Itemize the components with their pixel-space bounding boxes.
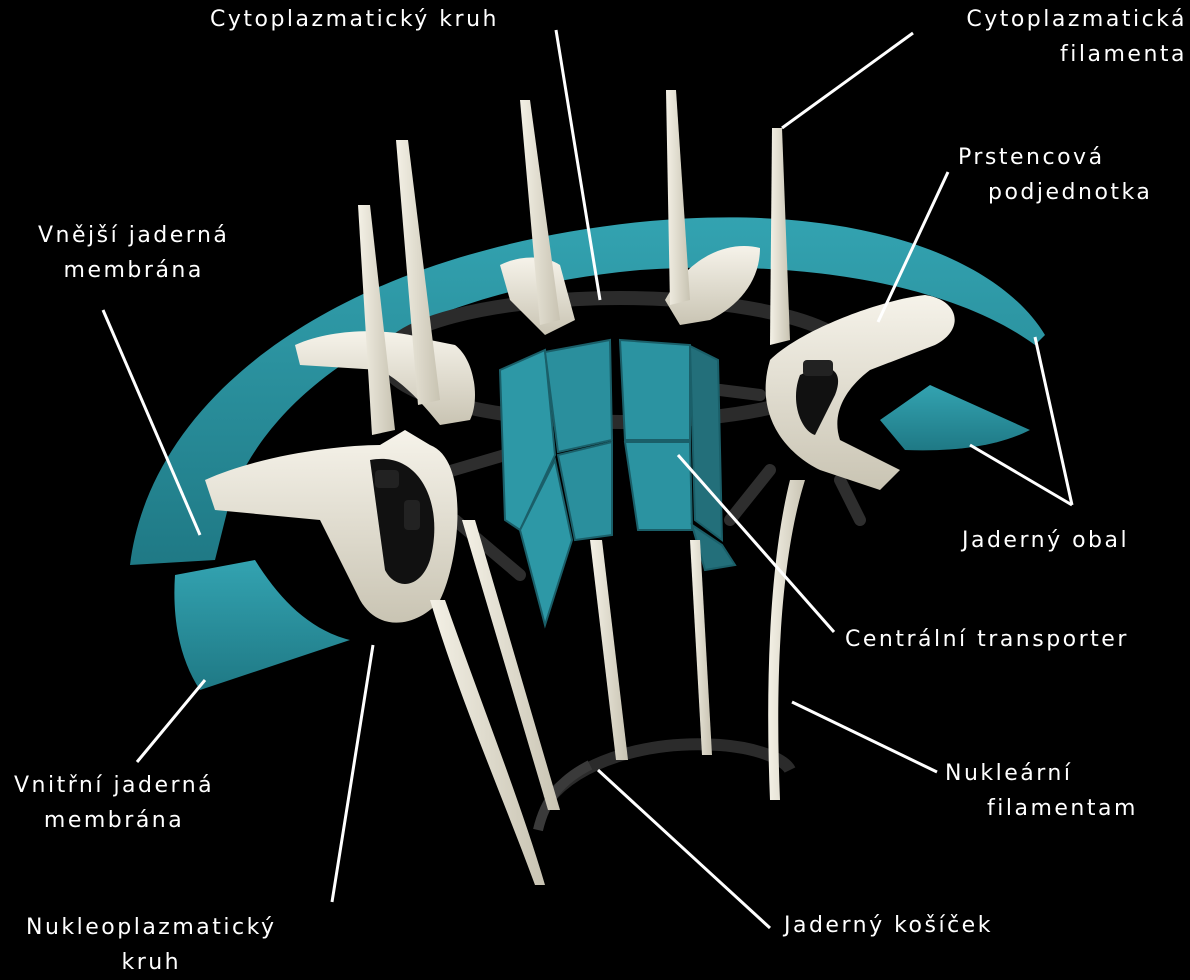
label-central-transporter: Centrální transporter xyxy=(845,622,1129,657)
label-nuclear-filaments: Nukleární filamentam xyxy=(945,756,1138,826)
label-cytoplasmic-ring: Cytoplazmatický kruh xyxy=(210,2,499,37)
label-nuclear-basket: Jaderný košíček xyxy=(784,908,993,943)
label-cytoplasmic-filaments: Cytoplazmatická filamenta xyxy=(966,2,1187,72)
label-nucleoplasmic-ring: Nukleoplazmatický kruh xyxy=(26,910,277,980)
label-outer-nuclear-membrane: Vnější jaderná membrána xyxy=(38,218,229,288)
label-ring-subunit: Prstencová podjednotka xyxy=(958,140,1152,210)
label-nuclear-envelope: Jaderný obal xyxy=(962,523,1129,558)
label-inner-nuclear-membrane: Vnitřní jaderná membrána xyxy=(14,768,214,838)
inner-membrane-right-shape xyxy=(880,385,1030,450)
inner-membrane-left-shape xyxy=(174,560,350,690)
